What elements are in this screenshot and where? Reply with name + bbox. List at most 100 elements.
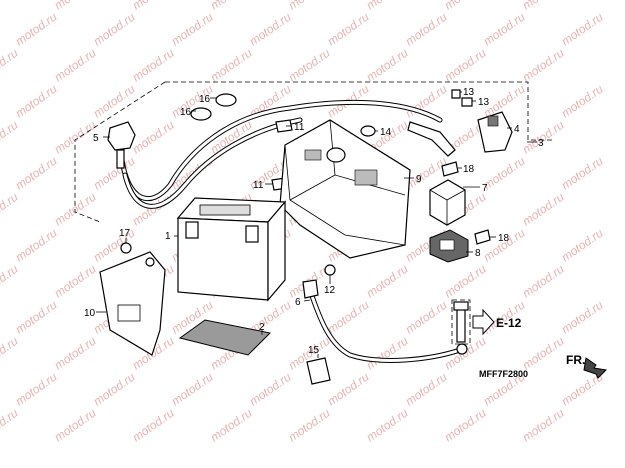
grommet-part-14 [360,125,376,137]
battery-box-part-9 [279,119,411,259]
callout-12: 12 [324,285,336,296]
starter-relay-part-4 [477,111,513,153]
watermark-text: motod.ru [442,406,489,445]
watermark-text: motod.ru [52,334,99,373]
watermark-text: motod.ru [130,406,177,445]
callout-18b: 18 [498,233,510,244]
watermark-text: motod.ru [0,262,21,301]
watermark-text: motod.ru [208,406,255,445]
callout-10: 10 [84,308,96,319]
reference-arrow [472,308,495,336]
watermark-text: motod.ru [481,10,528,49]
front-label: FR. [566,353,585,367]
watermark-text: motod.ru [559,298,606,337]
watermark-text: motod.ru [442,0,489,12]
watermark-text: motod.ru [52,46,99,85]
callout-14: 14 [380,127,392,138]
callout-9: 9 [416,174,422,185]
watermark-text: motod.ru [520,406,567,445]
watermark-text: motod.ru [364,46,411,85]
callout-7: 7 [482,183,488,194]
negative-cable-part-6 [302,279,468,363]
watermark-text: motod.ru [364,334,411,373]
watermark-text: motod.ru [13,226,60,265]
watermark-text: motod.ru [208,0,255,12]
watermark-text: motod.ru [52,118,99,157]
watermark-text: motod.ru [0,190,21,229]
watermark-text: motod.ru [442,46,489,85]
watermark-text: motod.ru [520,334,567,373]
fuse-bolt [451,299,471,345]
bolt-part-12 [324,264,336,276]
watermark-text: motod.ru [169,370,216,409]
watermark-text: motod.ru [559,226,606,265]
diagram-code: MFF7F2800 [479,369,528,379]
callout-13a: 13 [463,87,475,98]
watermark-text: motod.ru [403,370,450,409]
watermark-text: motod.ru [130,46,177,85]
watermark-text: motod.ru [169,10,216,49]
watermark-text: motod.ru [52,406,99,445]
callout-3: 3 [538,138,544,149]
reference-label: E-12 [496,316,522,330]
front-direction-arrow [583,357,608,379]
watermark-text: motod.ru [130,118,177,157]
callout-11a: 11 [294,122,305,133]
watermark-text: motod.ru [13,82,60,121]
watermark-text: motod.ru [13,298,60,337]
watermark-text: motod.ru [520,190,567,229]
watermark-text: motod.ru [442,262,489,301]
watermark-text: motod.ru [13,10,60,49]
watermark-text: motod.ru [325,298,372,337]
watermark-text: motod.ru [0,0,21,12]
watermark-text: motod.ru [91,10,138,49]
watermark-text: motod.ru [364,262,411,301]
watermark-text: motod.ru [13,154,60,193]
bolt-part-13 [451,89,473,107]
callout-11b: 11 [253,180,264,191]
battery-cover-part-10 [99,251,166,356]
watermark-text: motod.ru [325,10,372,49]
watermark-text: motod.ru [130,0,177,12]
relay-part-7 [429,179,466,226]
callout-2: 2 [259,322,265,333]
group-frame-left-side [74,81,166,223]
battery-part-1 [176,197,287,302]
watermark-text: motod.ru [91,370,138,409]
watermark-text: motod.ru [0,118,21,157]
callout-6: 6 [295,297,301,308]
watermark-text: motod.ru [559,154,606,193]
watermark-text: motod.ru [286,0,333,12]
watermark-text: motod.ru [286,406,333,445]
battery-cable-upper [119,99,443,209]
watermark-text: motod.ru [0,46,21,85]
callout-16b: 16 [180,107,192,118]
terminal-cover-part-5 [107,121,136,169]
rubber-mount-part-8 [429,229,469,263]
watermark-text: motod.ru [403,298,450,337]
holder-part-15 [306,357,331,385]
callout-1: 1 [165,231,171,242]
watermark-text: motod.ru [247,370,294,409]
watermark-text: motod.ru [559,82,606,121]
watermark-text: motod.ru [364,406,411,445]
watermark-text: motod.ru [247,10,294,49]
watermark-text: motod.ru [520,262,567,301]
bolt-part-17 [120,242,132,254]
watermark-text: motod.ru [0,406,21,445]
callout-8: 8 [475,248,481,259]
pad-part-2 [178,319,272,356]
watermark-text: motod.ru [559,10,606,49]
relay-lead [407,121,456,157]
watermark-text: motod.ru [403,10,450,49]
group-frame-left [165,81,555,141]
leader-lines [96,91,537,358]
watermark-text: motod.ru [52,0,99,12]
watermark-text: motod.ru [520,0,567,12]
watermark-text: motod.ru [364,0,411,12]
callout-13b: 13 [478,97,490,108]
callout-5: 5 [93,133,99,144]
watermark-text: motod.ru [520,46,567,85]
watermark-text: motod.ru [325,370,372,409]
